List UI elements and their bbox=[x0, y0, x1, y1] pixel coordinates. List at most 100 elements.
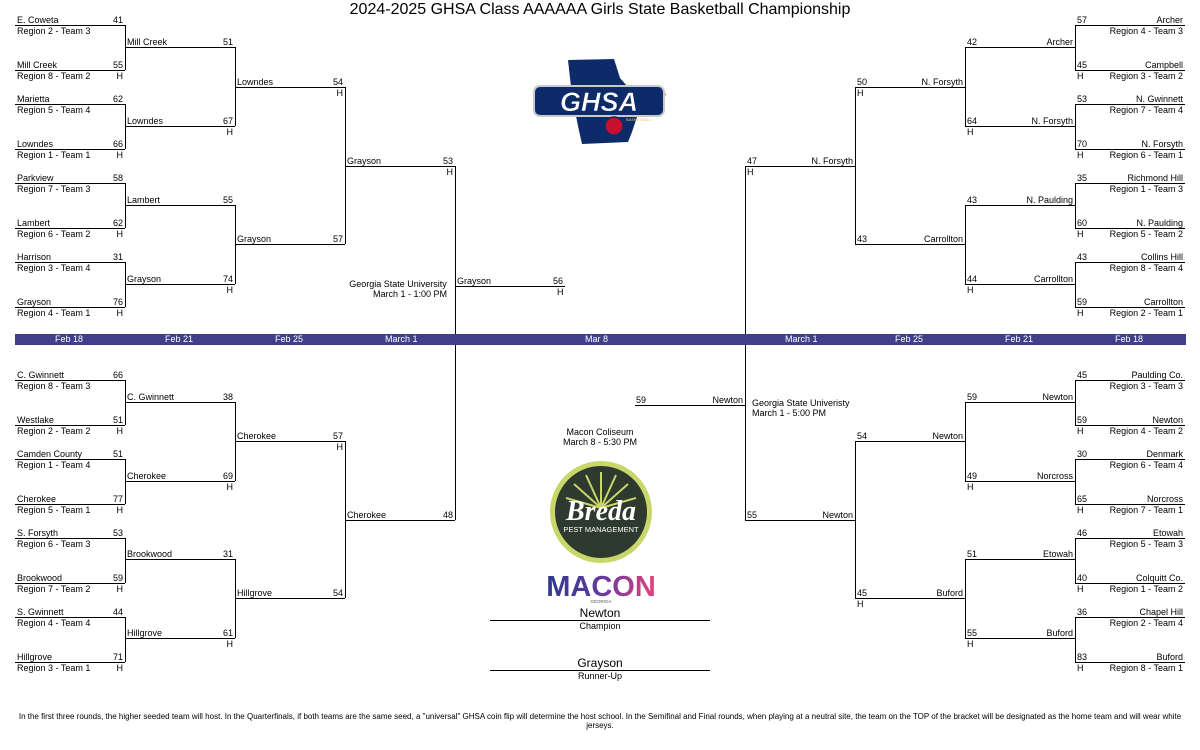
home-marker: H bbox=[857, 88, 864, 98]
team-name: Carrollton bbox=[1143, 297, 1183, 307]
bracket-line bbox=[855, 87, 856, 244]
team-score: 62 bbox=[112, 218, 123, 228]
team-score: 59 bbox=[112, 573, 123, 583]
team-name: Harrison bbox=[17, 252, 52, 262]
bracket-line bbox=[15, 380, 125, 381]
bracket-line bbox=[125, 47, 235, 48]
bracket-line bbox=[235, 87, 345, 88]
bracket-line bbox=[15, 504, 125, 505]
georgia-map-basketball-icon: GHSA BASKETBALL bbox=[533, 59, 666, 144]
home-marker: H bbox=[1077, 229, 1084, 239]
team-score: 54 bbox=[857, 431, 868, 441]
bracket-line bbox=[1075, 228, 1185, 229]
bracket-line bbox=[125, 538, 126, 583]
team-seed: Region 3 - Team 3 bbox=[1109, 381, 1183, 391]
bracket-line bbox=[1075, 70, 1185, 71]
team-name: Buford bbox=[1046, 628, 1073, 638]
macon-logo-text: MACON bbox=[546, 571, 656, 603]
bracket-line bbox=[15, 662, 125, 663]
finalist-right-name: Newton bbox=[712, 395, 743, 405]
team-name: N. Forsyth bbox=[921, 77, 963, 87]
team-name: Brookwood bbox=[127, 549, 173, 559]
team-name: Denmark bbox=[1146, 449, 1183, 459]
team-score: 66 bbox=[112, 370, 123, 380]
team-seed: Region 6 - Team 2 bbox=[17, 229, 91, 239]
team-name: Marietta bbox=[17, 94, 50, 104]
round-date: March 1 bbox=[785, 334, 818, 344]
team-name: Carrollton bbox=[923, 234, 963, 244]
bracket-line bbox=[1075, 583, 1185, 584]
team-name: Parkview bbox=[17, 173, 54, 183]
bracket-line bbox=[965, 47, 1075, 48]
bracket-line bbox=[1075, 25, 1185, 26]
bracket-line bbox=[15, 307, 125, 308]
team-score: 51 bbox=[112, 449, 123, 459]
bracket-line bbox=[745, 166, 855, 167]
team-score: 66 bbox=[112, 139, 123, 149]
team-score: 40 bbox=[1077, 573, 1088, 583]
team-seed: Region 4 - Team 3 bbox=[1109, 26, 1183, 36]
team-name: Lowndes bbox=[17, 139, 54, 149]
team-score: 57 bbox=[1077, 15, 1088, 25]
team-seed: Region 5 - Team 4 bbox=[17, 105, 91, 115]
home-marker: H bbox=[967, 285, 974, 295]
home-marker: H bbox=[116, 308, 124, 318]
round-date: Feb 21 bbox=[1005, 334, 1034, 344]
page-title: 2024-2025 GHSA Class AAAAAA Girls State … bbox=[349, 1, 851, 18]
team-score: 44 bbox=[967, 274, 978, 284]
home-marker: H bbox=[116, 584, 124, 594]
bracket-line bbox=[965, 205, 1075, 206]
team-score: 54 bbox=[332, 77, 343, 87]
home-marker: H bbox=[116, 426, 124, 436]
team-score: 49 bbox=[967, 471, 978, 481]
team-score: 41 bbox=[112, 15, 123, 25]
bracket-line bbox=[15, 104, 125, 105]
team-seed: Region 4 - Team 1 bbox=[17, 308, 91, 318]
bracket-line bbox=[345, 166, 455, 167]
team-score: 59 bbox=[1077, 415, 1088, 425]
bracket-line bbox=[1075, 504, 1185, 505]
bracket-line bbox=[965, 638, 1075, 639]
bracket-line bbox=[1075, 104, 1076, 149]
runner-up-label: Runner-Up bbox=[577, 671, 623, 681]
team-score: 60 bbox=[1077, 218, 1088, 228]
home-marker: H bbox=[1077, 150, 1084, 160]
team-name: Westlake bbox=[17, 415, 54, 425]
bracket-line bbox=[125, 617, 126, 662]
team-score: 83 bbox=[1077, 652, 1088, 662]
team-score: 44 bbox=[112, 607, 123, 617]
team-name: Newton bbox=[932, 431, 963, 441]
bracket-line bbox=[125, 205, 235, 206]
team-name: Grayson bbox=[347, 156, 382, 166]
ghsa-logo-text: GHSA bbox=[560, 87, 638, 117]
bracket-line bbox=[1075, 104, 1185, 105]
bracket-line bbox=[125, 284, 235, 285]
team-score: 38 bbox=[222, 392, 233, 402]
bracket-line bbox=[1075, 425, 1185, 426]
breda-logo-subtext: PEST MANAGEMENT bbox=[563, 525, 639, 534]
team-score: 50 bbox=[857, 77, 868, 87]
team-seed: Region 2 - Team 4 bbox=[1109, 618, 1183, 628]
home-marker: H bbox=[967, 482, 974, 492]
team-seed: Region 8 - Team 4 bbox=[1109, 263, 1183, 273]
team-seed: Region 3 - Team 4 bbox=[17, 263, 91, 273]
team-score: 48 bbox=[442, 510, 453, 520]
round-date: March 1 bbox=[385, 334, 418, 344]
team-score: 43 bbox=[967, 195, 978, 205]
team-seed: Region 5 - Team 2 bbox=[1109, 229, 1183, 239]
bracket-line bbox=[125, 559, 235, 560]
team-seed: Region 8 - Team 2 bbox=[17, 71, 91, 81]
home-marker: H bbox=[226, 639, 234, 649]
bracket-line bbox=[745, 520, 855, 521]
home-marker: H bbox=[116, 229, 124, 239]
finalist-right-score: 59 bbox=[636, 395, 647, 405]
bracket-line bbox=[1075, 538, 1076, 583]
team-name: Carrollton bbox=[1033, 274, 1073, 284]
bracket-line bbox=[15, 70, 125, 71]
team-score: 54 bbox=[332, 588, 343, 598]
bracket-line bbox=[490, 670, 710, 671]
bracket-line bbox=[965, 284, 1075, 285]
bracket-line bbox=[855, 598, 965, 599]
team-score: 61 bbox=[222, 628, 233, 638]
round-date: Feb 25 bbox=[895, 334, 924, 344]
